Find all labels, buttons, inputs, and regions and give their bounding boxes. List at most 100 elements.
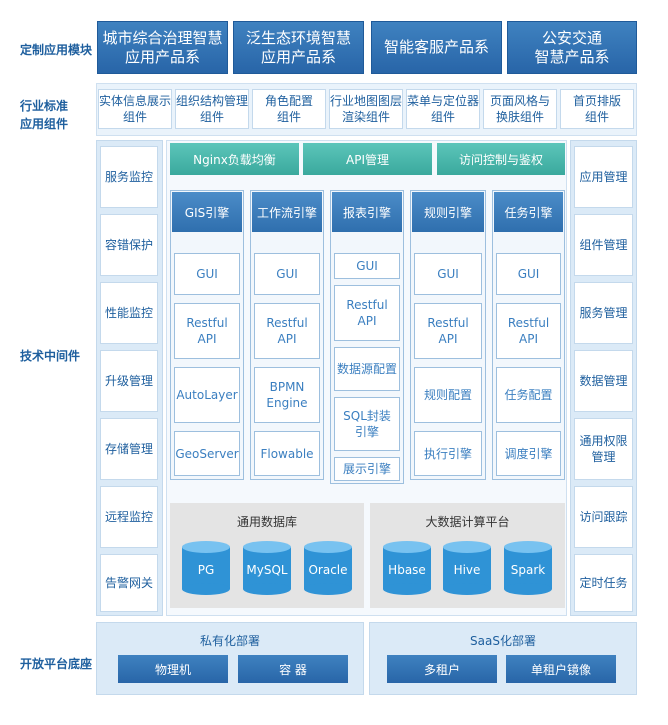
- engine-cell-line1: GUI: [356, 259, 378, 273]
- engine-cell: Restful API: [496, 303, 561, 359]
- component-line1: 角色配置: [264, 94, 313, 108]
- product-line2: 智慧产品系: [534, 47, 610, 66]
- component-line2: 组件: [430, 110, 455, 124]
- engine-cell-line2: Engine: [266, 396, 308, 410]
- physical-machine-box: 物理机: [118, 655, 228, 683]
- product-line2: 应用产品系: [124, 47, 200, 66]
- component-line2: 换肤组件: [495, 110, 544, 124]
- product-box: 智能客服产品系: [371, 21, 502, 74]
- engine-cell: 任务配置: [496, 367, 561, 423]
- gateway-nginx: Nginx负载均衡: [170, 143, 299, 175]
- right-item-line2: 管理: [591, 450, 616, 464]
- cylinder-label: MySQL: [246, 563, 288, 577]
- engine-cell-line1: SQL封装: [343, 409, 391, 423]
- engine-cell-line1: 数据源配置: [336, 362, 397, 376]
- engine-cell: GUI: [334, 253, 400, 279]
- component-line1: 组织结构管理: [176, 94, 249, 108]
- component-line2: 组件: [584, 110, 609, 124]
- engine-cell-line2: API: [277, 332, 297, 346]
- engine-cell-line1: Restful: [266, 316, 308, 330]
- engine-cell-line1: GUI: [276, 267, 298, 281]
- database-cylinder-icon: MySQL: [243, 541, 291, 595]
- right-item: 定时任务: [574, 554, 633, 612]
- engine-cell: 执行引擎: [414, 431, 482, 476]
- cylinder-label: Hive: [453, 563, 481, 577]
- engine-cell: GUI: [496, 253, 561, 295]
- engine-cell-line1: GUI: [437, 267, 459, 281]
- product-line1: 城市综合治理智慧: [102, 28, 223, 47]
- engine-cell-line1: 展示引擎: [342, 462, 391, 476]
- engine-cell-line2: API: [519, 332, 538, 346]
- right-item: 通用权限 管理: [574, 418, 633, 480]
- database-cylinder-icon: Spark: [504, 541, 552, 595]
- component-line1: 实体信息展示: [99, 94, 172, 108]
- engine-title: 工作流引擎: [252, 192, 322, 232]
- engine-cell: Restful API: [414, 303, 482, 359]
- engine-cell: Restful API: [334, 285, 400, 341]
- engine-cell-line1: GUI: [517, 267, 540, 281]
- engine-cell: Restful API: [174, 303, 240, 359]
- engine-cell-line1: BPMN: [269, 380, 305, 394]
- right-item-line1: 组件管理: [579, 238, 628, 252]
- component-line2: 组件: [276, 110, 301, 124]
- right-item: 组件管理: [574, 214, 633, 276]
- product-box: 公安交通 智慧产品系: [507, 21, 637, 74]
- engine-title: 任务引擎: [494, 192, 563, 232]
- engine-cell: GUI: [414, 253, 482, 295]
- general-database-title: 通用数据库: [236, 515, 297, 529]
- gateway-access-control: 访问控制与鉴权: [437, 143, 565, 175]
- single-tenant-image-box: 单租户镜像: [506, 655, 616, 683]
- gateway-api: API管理: [303, 143, 432, 175]
- engine-cell-line2: API: [197, 332, 217, 346]
- component-line2: 组件: [122, 110, 147, 124]
- engine-cell-line2: 引擎: [354, 425, 379, 439]
- right-item-line1: 定时任务: [579, 576, 628, 590]
- product-line2: 应用产品系: [260, 47, 336, 66]
- right-item-line1: 服务管理: [579, 306, 628, 320]
- engine-cell: SQL封装 引擎: [334, 397, 400, 451]
- engine-cell: Flowable: [254, 431, 320, 476]
- engine-cell-line1: Restful: [427, 316, 469, 330]
- private-deploy-title: 私有化部署: [199, 634, 260, 648]
- component-box: 首页排版 组件: [560, 89, 634, 129]
- engine-cell: Restful API: [254, 303, 320, 359]
- engine-title: 报表引擎: [332, 192, 402, 232]
- engine-cell-line1: 任务配置: [504, 388, 553, 402]
- engine-cell-line1: GUI: [196, 267, 218, 281]
- right-item-line1: 通用权限: [579, 434, 628, 448]
- engine-cell-line1: GeoServer: [175, 446, 239, 461]
- engine-cell: 展示引擎: [334, 457, 400, 481]
- component-line1: 首页排版: [572, 94, 621, 108]
- engine-cell: 数据源配置: [334, 347, 400, 391]
- multi-tenant-box: 多租户: [387, 655, 497, 683]
- right-item: 应用管理: [574, 146, 633, 208]
- row-label-custom-apps: 定制应用模块: [20, 43, 93, 57]
- left-item: 告警网关: [100, 554, 158, 612]
- container-box: 容 器: [238, 655, 348, 683]
- component-box: 实体信息展示 组件: [98, 89, 172, 129]
- cylinder-label: Hbase: [388, 563, 426, 577]
- product-line1: 公安交通: [541, 28, 602, 47]
- component-line2: 组件: [199, 110, 224, 124]
- product-line1: 泛生态环境智慧: [245, 28, 351, 47]
- right-item-line1: 数据管理: [579, 374, 628, 388]
- engine-cell-line1: AutoLayer: [176, 388, 238, 402]
- engine-cell: GUI: [174, 253, 240, 295]
- engine-cell: 规则配置: [414, 367, 482, 423]
- component-line1: 菜单与定位器: [407, 94, 480, 108]
- component-line2: 渲染组件: [341, 110, 390, 124]
- engine-cell-line1: Flowable: [260, 446, 314, 461]
- engine-cell: 调度引擎: [496, 431, 561, 476]
- row-label-platform: 开放平台底座: [20, 657, 93, 671]
- component-line1: 行业地图图层: [330, 94, 403, 108]
- left-item: 存储管理: [100, 418, 158, 480]
- engine-cell-line2: API: [357, 314, 377, 328]
- engine-cell-line1: Restful: [186, 316, 228, 330]
- engine-cell-line1: Restful: [507, 316, 550, 330]
- database-cylinder-icon: Oracle: [304, 541, 352, 595]
- saas-deploy-title: SaaS化部署: [470, 634, 536, 648]
- engine-cell-line1: 规则配置: [423, 388, 472, 402]
- component-box: 角色配置 组件: [252, 89, 326, 129]
- engine-cell: BPMN Engine: [254, 367, 320, 423]
- right-item-line1: 访问跟踪: [579, 510, 628, 524]
